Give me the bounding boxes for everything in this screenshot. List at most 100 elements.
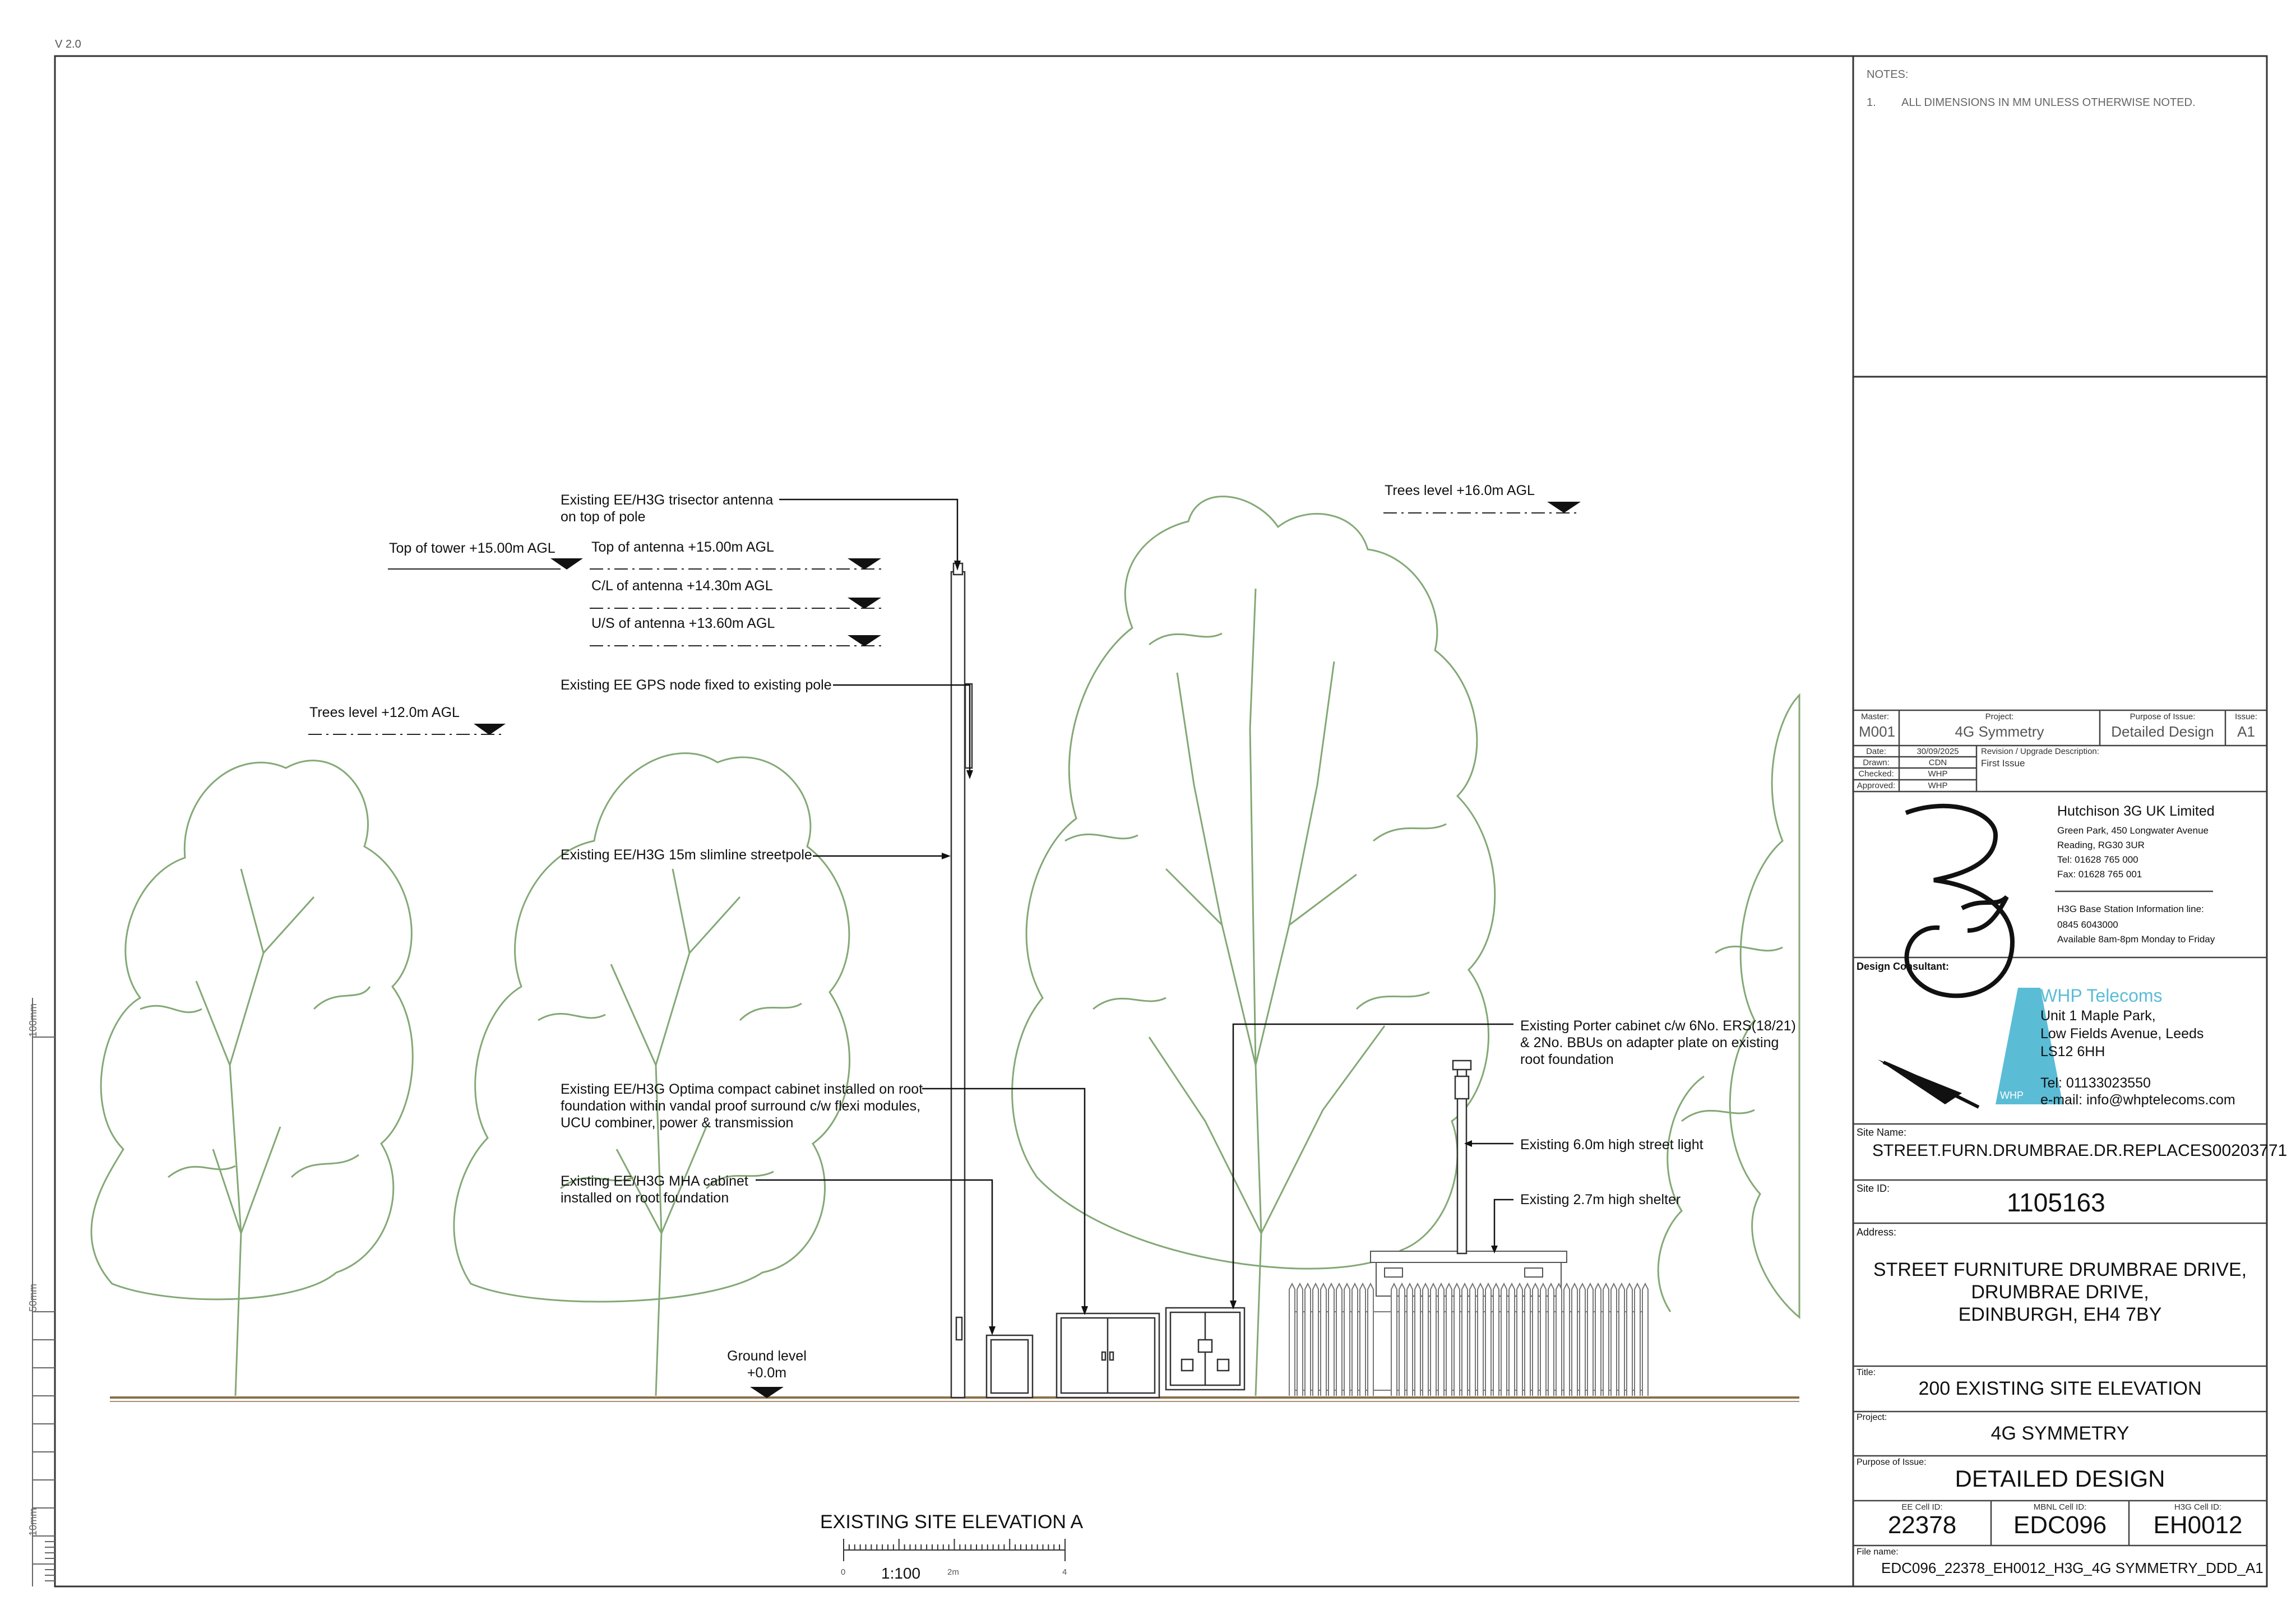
address-line-2: DRUMBRAE DRIVE, xyxy=(1971,1281,2149,1303)
side-scale-label-50: 50mm xyxy=(27,1283,39,1312)
fence-picket xyxy=(1642,1282,1649,1396)
fence-picket xyxy=(1344,1282,1350,1396)
notes-heading: NOTES: xyxy=(1867,68,1909,81)
fence-picket xyxy=(1508,1282,1515,1396)
master-label: Master: xyxy=(1861,712,1890,721)
drawing-title: EXISTING SITE ELEVATION A xyxy=(820,1511,1084,1533)
fence-picket xyxy=(1430,1282,1437,1396)
file-name-value: EDC096_22378_EH0012_H3G_4G SYMMETRY_DDD_… xyxy=(1881,1560,2263,1576)
master-value: M001 xyxy=(1859,723,1896,740)
fence-picket xyxy=(1304,1282,1311,1396)
project2-label: Project: xyxy=(1857,1413,1887,1422)
note-text: ALL DIMENSIONS IN MM UNLESS OTHERWISE NO… xyxy=(1901,96,2196,109)
palisade-fence xyxy=(1289,1282,1649,1396)
fence-picket xyxy=(1328,1282,1335,1396)
fence-picket xyxy=(1320,1282,1327,1396)
fence-picket xyxy=(1336,1282,1343,1396)
fence-picket xyxy=(1438,1282,1445,1396)
purpose2-label: Purpose of Issue: xyxy=(1857,1458,1927,1467)
fence-picket xyxy=(1626,1282,1633,1396)
issue-label: Issue: xyxy=(2234,712,2258,721)
checked-label: Checked: xyxy=(1858,769,1894,779)
ee-cell-value: 22378 xyxy=(1887,1511,1957,1539)
fence-picket xyxy=(1446,1282,1452,1396)
purpose-label: Purpose of Issue: xyxy=(2130,712,2196,721)
client-info-phone: 0845 6043000 xyxy=(2057,919,2118,930)
mbnl-cell-value: EDC096 xyxy=(2013,1511,2107,1539)
h3g-cell-label: H3G Cell ID: xyxy=(2174,1502,2222,1512)
fence-picket xyxy=(1351,1282,1358,1396)
title-label: Title: xyxy=(1857,1368,1876,1377)
tree-large xyxy=(1011,496,1496,1396)
fence-picket xyxy=(1493,1282,1499,1396)
client-info-hours: Available 8am-8pm Monday to Friday xyxy=(2057,934,2215,945)
h3g-cell-value: EH0012 xyxy=(2153,1511,2243,1539)
mha-cabinet xyxy=(985,1334,1034,1399)
side-scale-label-10: 10mm xyxy=(27,1507,39,1536)
note-number: 1. xyxy=(1867,96,1876,109)
client-address2: Reading, RG30 3UR xyxy=(2057,840,2145,850)
mbnl-cell-label: MBNL Cell ID: xyxy=(2033,1502,2087,1512)
date-label: Date: xyxy=(1866,747,1886,756)
project-value: 4G Symmetry xyxy=(1955,723,2044,740)
label-cl-antenna: C/L of antenna +14.30m AGL xyxy=(591,578,773,594)
label-top-of-tower: Top of tower +15.00m AGL xyxy=(389,540,556,556)
title-block-lines xyxy=(1853,709,2267,1547)
fence-picket xyxy=(1406,1282,1413,1396)
purpose2-value: DETAILED DESIGN xyxy=(1955,1465,2165,1492)
consultant-name: WHP Telecoms xyxy=(2040,985,2163,1006)
scale-bar xyxy=(843,1539,1066,1561)
fence-picket xyxy=(1540,1282,1547,1396)
consultant-label: Design Consultant: xyxy=(1857,961,1949,972)
label-streetpole: Existing EE/H3G 15m slimline streetpole xyxy=(561,847,812,863)
date-value: 30/09/2025 xyxy=(1917,747,1959,756)
fence-picket xyxy=(1477,1282,1484,1396)
ee-cell-label: EE Cell ID: xyxy=(1901,1502,1943,1512)
side-scale-label-100: 100mm xyxy=(27,1003,39,1037)
approved-label: Approved: xyxy=(1857,781,1896,790)
label-optima-cabinet: Existing EE/H3G Optima compact cabinet i… xyxy=(561,1081,923,1131)
fence-picket xyxy=(1359,1282,1366,1396)
fence-picket xyxy=(1414,1282,1421,1396)
checked-value: WHP xyxy=(1928,769,1948,779)
scale-tick-2m: 2m xyxy=(947,1567,959,1577)
fence-picket xyxy=(1595,1282,1601,1396)
porter-cabinet xyxy=(1165,1307,1246,1391)
fence-picket xyxy=(1469,1282,1476,1396)
fence-picket xyxy=(1399,1282,1405,1396)
fence-picket xyxy=(1391,1282,1397,1396)
consultant-email: e-mail: info@whptelecoms.com xyxy=(2040,1092,2235,1108)
scale-tick-0: 0 xyxy=(841,1567,846,1577)
fence-picket xyxy=(1297,1282,1303,1396)
fence-picket xyxy=(1563,1282,1570,1396)
fence-picket xyxy=(1453,1282,1460,1396)
site-id-label: Site ID: xyxy=(1857,1183,1890,1194)
label-trees-right: Trees level +16.0m AGL xyxy=(1385,483,1535,498)
tree-middle xyxy=(453,752,850,1396)
street-light xyxy=(1452,1059,1472,1255)
scale-tick-4: 4 xyxy=(1062,1567,1067,1577)
client-address1: Green Park, 450 Longwater Avenue xyxy=(2057,825,2209,836)
label-ground-level: Ground level +0.0m xyxy=(727,1348,807,1381)
fence-picket xyxy=(1312,1282,1319,1396)
leaders xyxy=(756,498,1513,1331)
fence-picket xyxy=(1579,1282,1586,1396)
side-scale xyxy=(32,998,55,1586)
address-label: Address: xyxy=(1857,1227,1897,1238)
site-name-value: STREET.FURN.DRUMBRAE.DR.REPLACES00203771 xyxy=(1872,1141,2288,1160)
fence-picket xyxy=(1485,1282,1492,1396)
streetpole xyxy=(950,562,973,1399)
trees xyxy=(90,496,1800,1396)
label-mha-cabinet: Existing EE/H3G MHA cabinet installed on… xyxy=(561,1173,748,1206)
drawn-label: Drawn: xyxy=(1863,758,1890,767)
fence-picket xyxy=(1524,1282,1531,1396)
fence-picket xyxy=(1367,1282,1374,1396)
tree-left xyxy=(90,760,414,1396)
title-value: 200 EXISTING SITE ELEVATION xyxy=(1918,1378,2202,1399)
client-info-line: H3G Base Station Information line: xyxy=(2057,904,2204,914)
project2-value: 4G SYMMETRY xyxy=(1991,1423,2130,1444)
consultant-address3: LS12 6HH xyxy=(2040,1044,2105,1059)
optima-cabinet xyxy=(1056,1312,1160,1399)
label-shelter: Existing 2.7m high shelter xyxy=(1520,1192,1681,1207)
whp-logo-shape xyxy=(1878,988,2063,1109)
